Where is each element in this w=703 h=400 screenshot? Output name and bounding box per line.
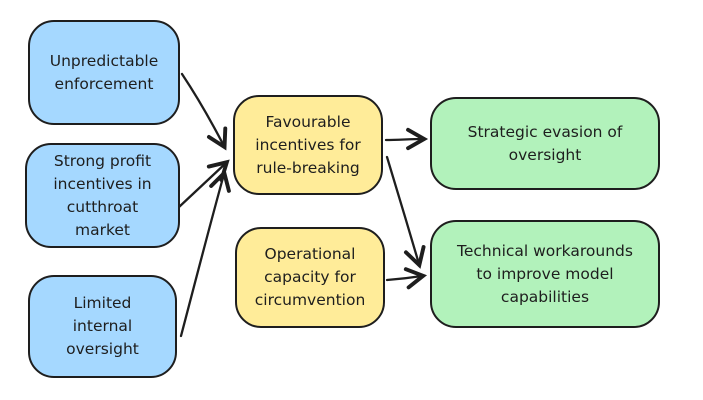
arrow-unpredictable-to-favourable bbox=[180, 72, 228, 151]
node-strategic-evasion: Strategic evasion of oversight bbox=[430, 97, 660, 190]
arrow-operational-to-technical bbox=[385, 267, 428, 290]
arrow-favourable-to-technical bbox=[385, 155, 426, 269]
node-strong-profit-incentives: Strong profit incentives in cutthroat ma… bbox=[25, 143, 180, 248]
node-technical-workarounds: Technical workarounds to improve model c… bbox=[430, 220, 660, 328]
node-unpredictable-enforcement: Unpredictable enforcement bbox=[28, 20, 180, 125]
arrow-favourable-to-strategic bbox=[384, 127, 429, 151]
arrow-strong-profit-to-favourable bbox=[177, 159, 230, 209]
node-favourable-incentives: Favourable incentives for rule-breaking bbox=[233, 95, 383, 195]
node-limited-internal-oversight: Limited internal oversight bbox=[28, 275, 177, 378]
node-operational-capacity: Operational capacity for circumvention bbox=[235, 227, 385, 328]
arrow-limited-oversight-to-favourable bbox=[179, 169, 231, 338]
